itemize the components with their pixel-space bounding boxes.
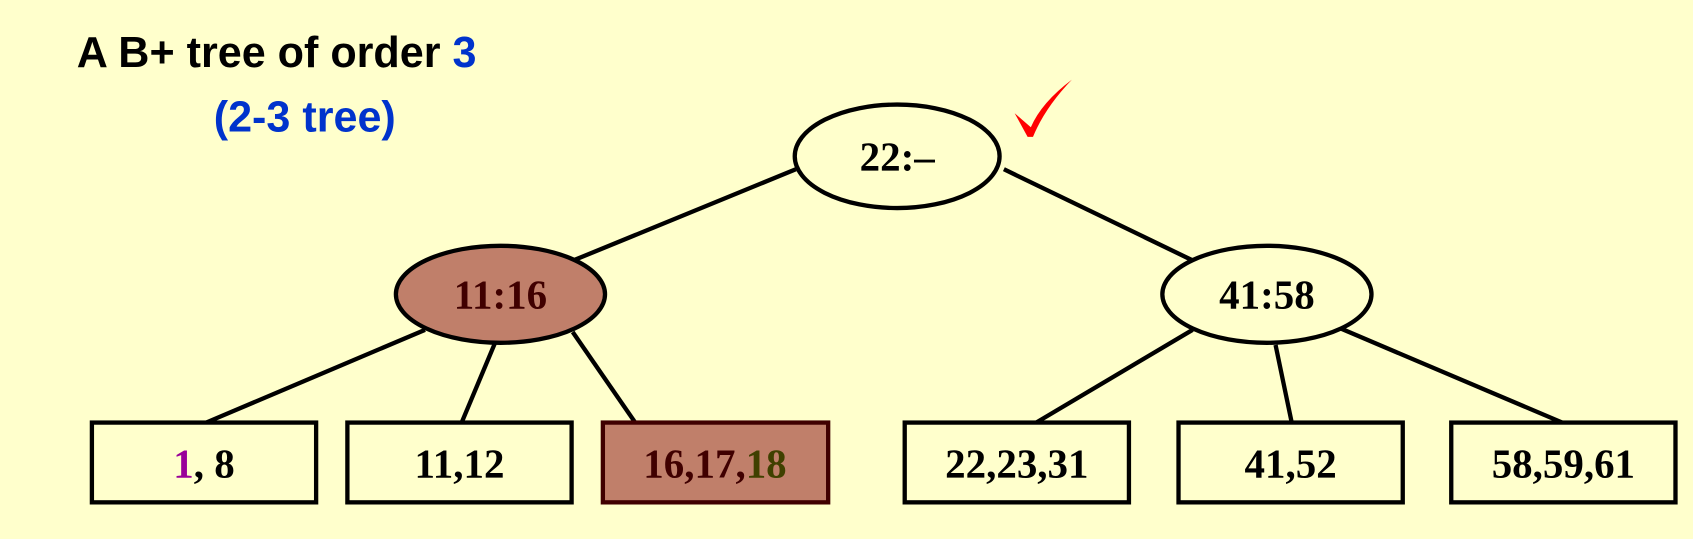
internal-node-right: 41:58	[1160, 243, 1374, 345]
root-node: 22:–	[792, 102, 1002, 211]
edge-leaf-5	[1273, 344, 1294, 424]
leaf-nodes: 1, 8 11,12 16,17,18 22,23,31 41,52 58,59…	[89, 420, 1678, 505]
edge-leaf-2	[459, 341, 498, 424]
internal-node-left: 11:16	[393, 243, 608, 345]
leaf-node: 58,59,61	[1449, 420, 1678, 505]
svg-text:1, 8: 1, 8	[173, 441, 234, 487]
svg-text:16,17,18: 16,17,18	[643, 441, 786, 487]
edge-leaf-4	[1035, 328, 1194, 425]
edge-leaf-3	[570, 330, 637, 424]
leaf-node-highlighted: 16,17,18	[600, 420, 831, 505]
edge-leaf-1	[205, 327, 426, 425]
diagram-title: A B+ tree of order 3	[77, 29, 477, 77]
svg-text:58,59,61: 58,59,61	[1492, 441, 1635, 487]
edge-root-right	[1002, 167, 1195, 263]
internal-node-label: 41:58	[1219, 271, 1315, 317]
edge-root-left	[574, 167, 797, 262]
svg-text:11,12: 11,12	[415, 441, 505, 487]
svg-text:41,52: 41,52	[1245, 441, 1337, 487]
leaf-node: 22,23,31	[902, 420, 1132, 505]
leaf-node: 41,52	[1176, 420, 1405, 505]
svg-text:22,23,31: 22,23,31	[945, 441, 1088, 487]
leaf-node: 1, 8	[89, 420, 319, 505]
leaf-node: 11,12	[345, 420, 574, 505]
edges	[205, 167, 1564, 425]
root-node-label: 22:–	[860, 133, 936, 179]
internal-node-label: 11:16	[454, 271, 547, 317]
edge-leaf-6	[1340, 326, 1564, 425]
diagram-subtitle: (2-3 tree)	[214, 94, 396, 142]
checkmark-icon	[1014, 79, 1072, 137]
